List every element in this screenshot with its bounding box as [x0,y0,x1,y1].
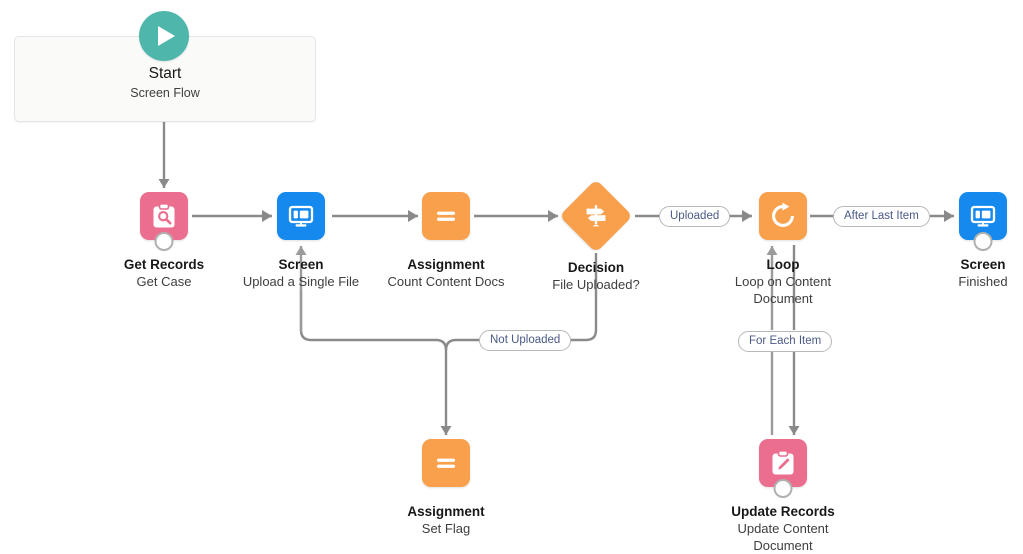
play-icon[interactable] [139,11,189,61]
start-title: Start [148,65,182,82]
screen-monitor-glyph [287,202,315,230]
loop-refresh-glyph [769,202,797,230]
node-sublabel: Get Case [136,274,192,289]
node-assignment-count[interactable]: Assignment Count Content Docs [361,192,531,290]
element-status-badge [154,232,174,251]
node-sublabel: Loop on Content Document [734,274,832,306]
equals-icon[interactable] [422,439,470,487]
node-screen-upload[interactable]: Screen Upload a Single File [216,192,386,290]
node-label: Update Records [731,504,835,519]
node-sublabel: File Uploaded? [552,277,640,292]
equals-glyph [432,449,460,477]
element-status-badge [973,232,993,251]
node-label: Screen [278,257,324,272]
node-label: Screen [960,257,1006,272]
loop-refresh-icon[interactable] [759,192,807,240]
screen-monitor-icon[interactable] [959,192,1007,251]
clipboard-search-icon[interactable] [140,192,188,251]
node-sublabel: Update Content Document [737,521,829,553]
node-sublabel: Count Content Docs [387,274,505,289]
node-decision-file-uploaded[interactable]: Decision File Uploaded? [511,179,681,293]
start-element[interactable]: Start Screen Flow [14,36,316,122]
element-status-badge [773,479,793,498]
screen-monitor-glyph [969,202,997,230]
node-screen-finished[interactable]: Screen Finished [898,192,1023,290]
start-subtitle: Screen Flow [130,86,200,100]
clipboard-pencil-icon[interactable] [759,439,807,498]
screen-monitor-icon[interactable] [277,192,325,240]
node-label: Decision [567,260,625,275]
signpost-icon[interactable] [559,179,633,253]
clipboard-pencil-glyph [769,449,797,477]
equals-icon[interactable] [422,192,470,240]
node-loop-content-document[interactable]: Loop Loop on Content Document [698,192,868,307]
node-get-records[interactable]: Get Records Get Case [79,192,249,290]
node-label: Get Records [123,257,205,272]
node-label: Assignment [407,257,485,272]
signpost-glyph [583,203,609,229]
play-triangle [158,26,175,46]
node-assignment-set-flag[interactable]: Assignment Set Flag [361,439,531,537]
connector-label-not-uploaded[interactable]: Not Uploaded [479,330,572,351]
connector-label-after-last-item[interactable]: After Last Item [833,206,930,227]
node-update-records[interactable]: Update Records Update Content Document [698,439,868,554]
connector-label-for-each-item[interactable]: For Each Item [738,331,833,352]
node-label: Loop [766,257,800,272]
node-sublabel: Finished [958,274,1008,289]
equals-glyph [432,202,460,230]
node-sublabel: Set Flag [421,521,471,536]
clipboard-search-glyph [150,202,178,230]
node-sublabel: Upload a Single File [242,274,360,289]
connector-label-uploaded[interactable]: Uploaded [659,206,731,227]
node-label: Assignment [407,504,485,519]
